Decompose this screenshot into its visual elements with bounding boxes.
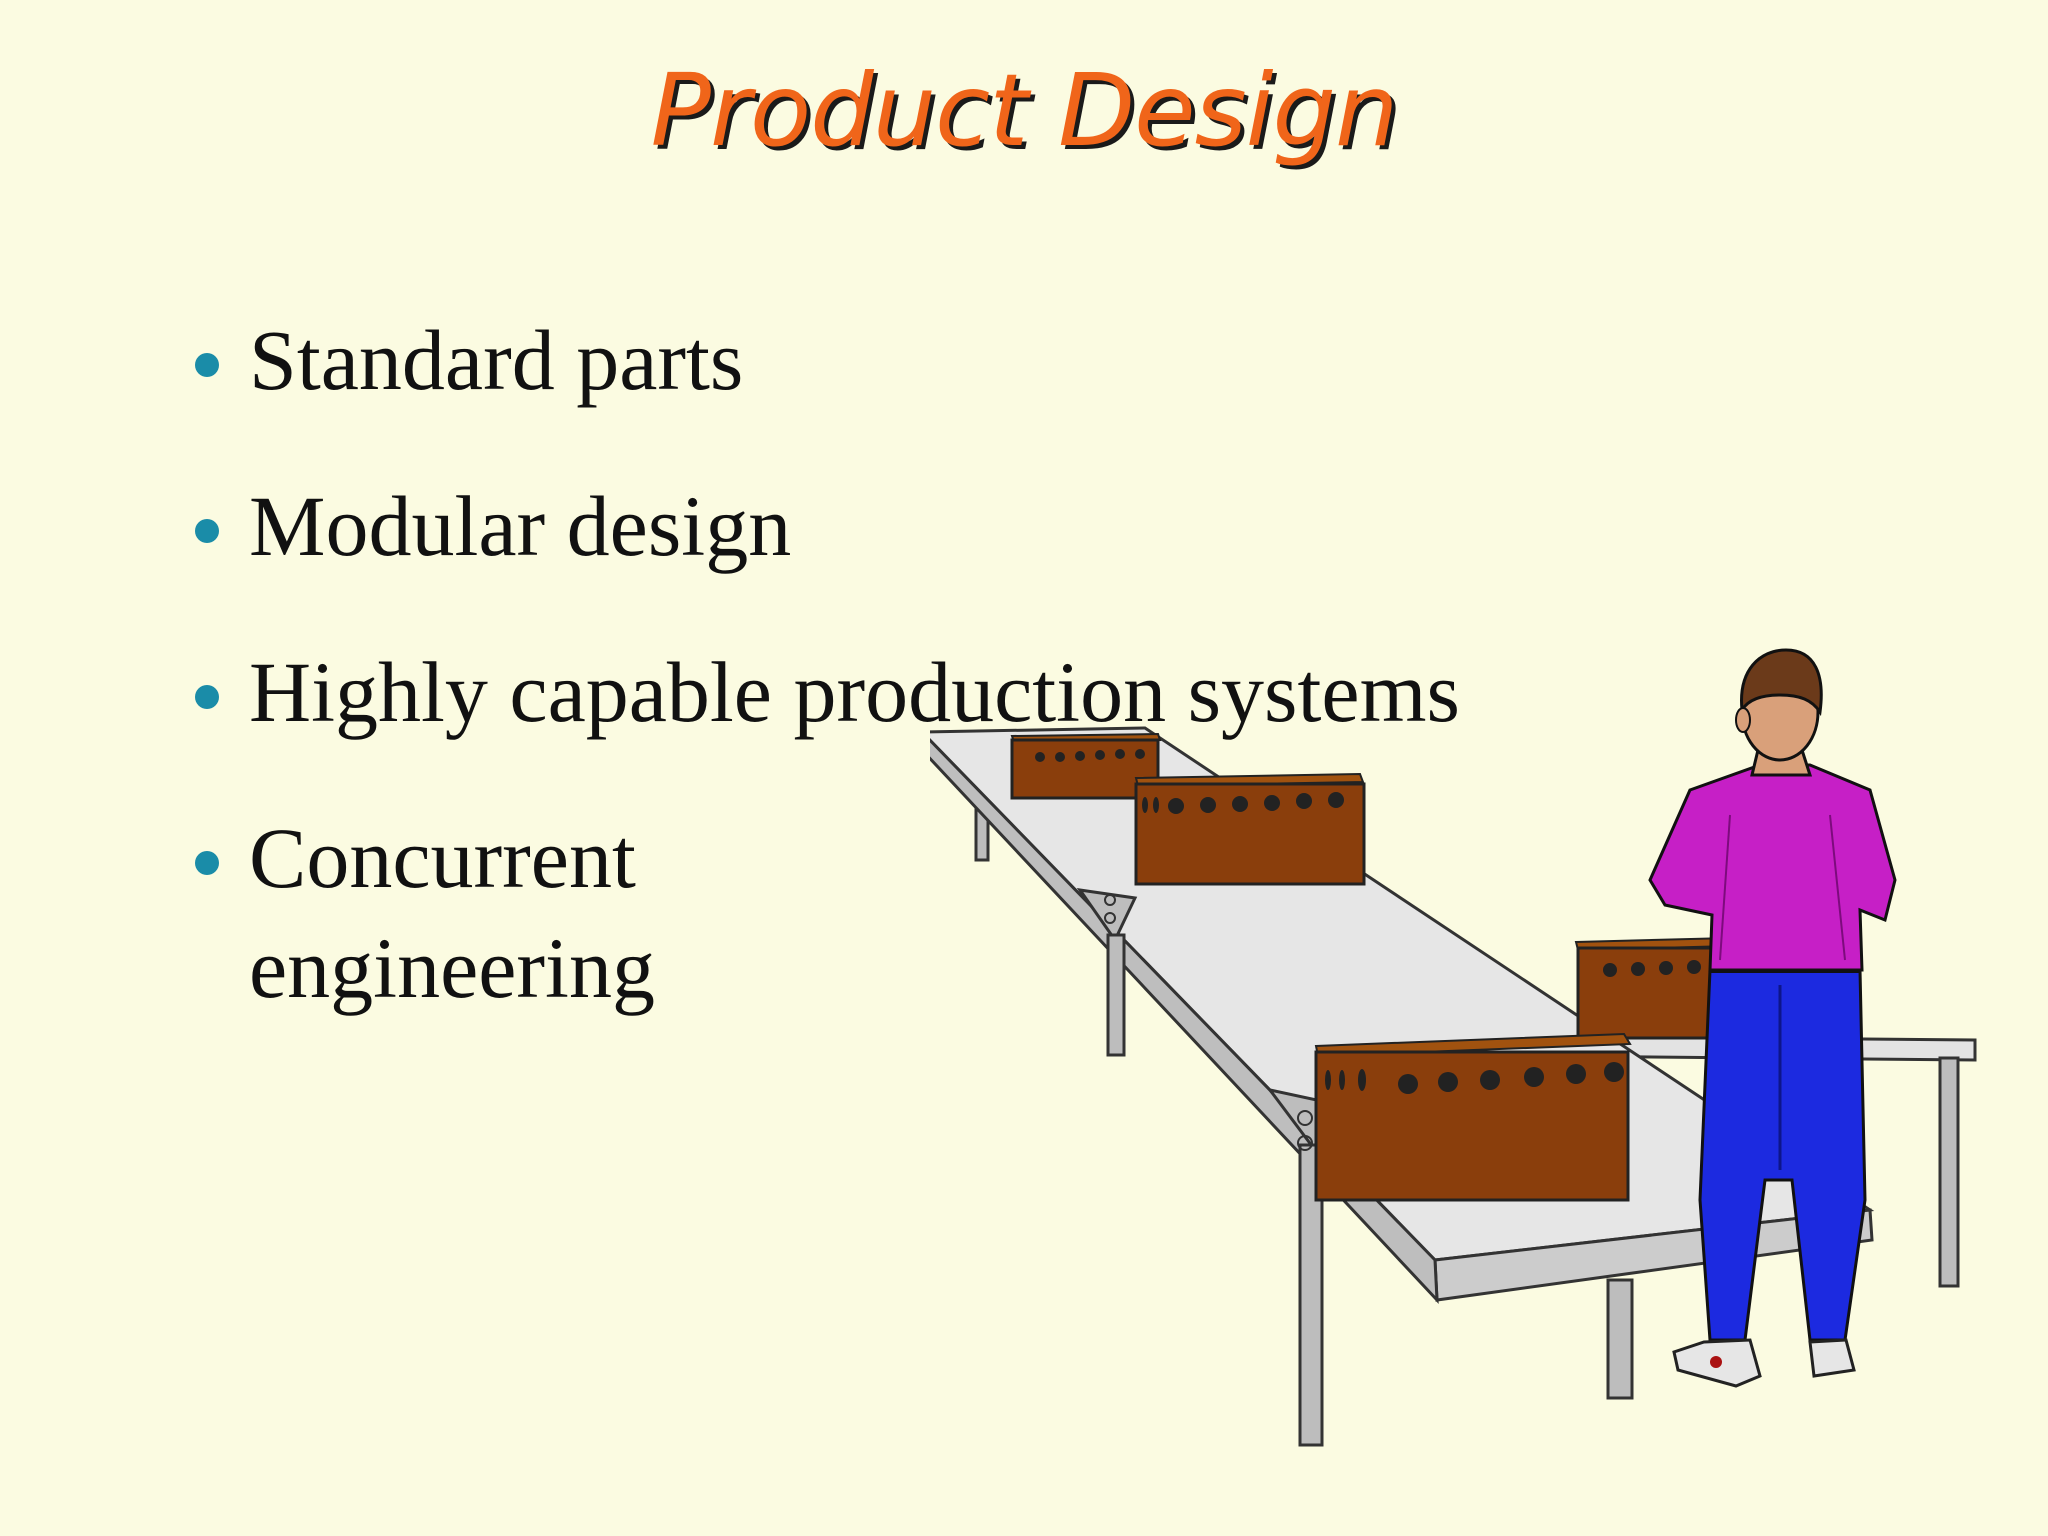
- bullet-item: Standard parts: [195, 305, 1460, 415]
- worker-at-conveyor-icon: [930, 648, 1977, 1447]
- box: [1314, 1032, 1632, 1202]
- bullet-text: Highly capable production systems: [249, 644, 1460, 740]
- table-leg: [1076, 888, 1138, 1057]
- bullet-item: Highly capable production systems: [195, 637, 1460, 747]
- slide-title: Product Design: [650, 52, 1399, 169]
- bullet-item: Concurrent engineering: [195, 803, 809, 1023]
- bullet-item: Modular design: [195, 471, 1460, 581]
- bullet-text: Standard parts: [249, 312, 744, 408]
- bullet-dot-icon: [195, 685, 219, 709]
- box: [1134, 772, 1366, 886]
- bullet-dot-icon: [195, 851, 219, 875]
- worker: [1648, 648, 1897, 1388]
- bullet-dot-icon: [195, 519, 219, 543]
- bullet-list: Standard parts Modular design Highly cap…: [195, 305, 1460, 1079]
- box: [1010, 732, 1162, 800]
- table-leg: [1606, 1278, 1634, 1400]
- bullet-text: Concurrent engineering: [249, 810, 655, 1016]
- box: [1574, 936, 1734, 1040]
- bullet-dot-icon: [195, 353, 219, 377]
- bullet-text: Modular design: [249, 478, 792, 574]
